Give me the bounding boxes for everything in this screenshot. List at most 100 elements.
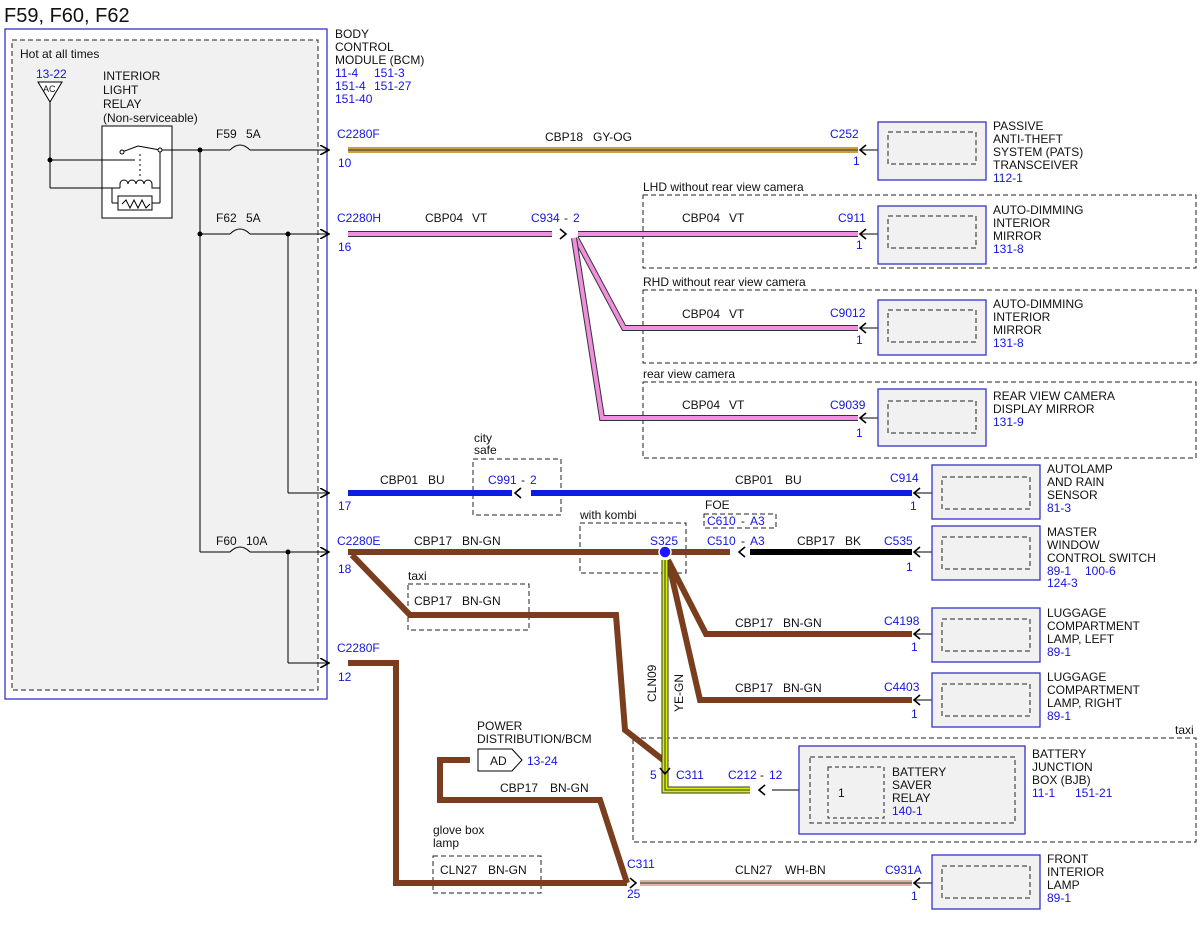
connector-name: C2280F	[337, 641, 380, 655]
wire-label-color: GY-OG	[593, 130, 632, 144]
connector-pin: 12	[338, 670, 352, 684]
wire-label-color: BK	[845, 534, 861, 548]
power-dist-symbol-label: AD	[490, 754, 507, 768]
lug-left-label: LUGGAGE	[1047, 606, 1106, 620]
power-source-ref: 13-22	[36, 67, 67, 81]
connector-name: C9039	[830, 398, 866, 412]
wire-label-circuit: CBP17	[500, 781, 538, 795]
wire-label-circuit: CBP17	[414, 534, 452, 548]
wire-label-circuit: CBP04	[425, 211, 463, 225]
front-lamp-label: INTERIOR	[1047, 865, 1105, 879]
relay-contact	[119, 149, 125, 155]
connector-pin: 2	[530, 473, 537, 487]
wire-label-color: BN-GN	[488, 863, 527, 877]
lug-right-ref: 89-1	[1047, 709, 1071, 723]
wire-label-circuit: CBP17	[735, 681, 773, 695]
lhd-option-box	[642, 194, 1197, 269]
power-dist-label: POWER	[477, 719, 523, 733]
ac-symbol-label: AC	[43, 84, 56, 94]
bcm-ref: 11-4	[335, 66, 358, 80]
saver-relay-label: SAVER	[892, 778, 932, 792]
mirror-rhd-ref: 131-8	[993, 336, 1024, 350]
rvc-mirror-ref: 131-9	[993, 415, 1024, 429]
junction-dot	[197, 231, 203, 237]
mirror-rhd-label: INTERIOR	[993, 310, 1051, 324]
window-switch-label: WINDOW	[1047, 538, 1100, 552]
fuse-f59-rating: 5A	[246, 127, 261, 141]
autolamp-label: AUTOLAMP	[1047, 462, 1113, 476]
fuse-f59-name: F59	[216, 127, 237, 141]
connector-pin: 1	[911, 707, 918, 721]
bcm-title-2: CONTROL	[335, 40, 394, 54]
window-switch-label: MASTER	[1047, 525, 1097, 539]
connector-name: C2280H	[337, 211, 381, 225]
splice-name: S325	[650, 534, 678, 548]
wire-label-color: VT	[729, 398, 745, 412]
glove-label-2: lamp	[433, 836, 459, 850]
bjb-label: BOX (BJB)	[1032, 773, 1091, 787]
wire-label-color: YE-GN	[672, 674, 686, 712]
bjb-label: JUNCTION	[1032, 760, 1093, 774]
ac-power-symbol	[37, 81, 63, 103]
connector-pin: 1	[853, 154, 860, 168]
rhd-option-box	[642, 289, 1197, 364]
mirror-lhd-label: INTERIOR	[993, 216, 1051, 230]
lug-right-label: LUGGAGE	[1047, 670, 1106, 684]
wire-label-circuit: CLN27	[735, 863, 773, 877]
connector-pin: 1	[856, 426, 863, 440]
pats-label: SYSTEM (PATS)	[993, 145, 1083, 159]
city-safe-label-1: city	[474, 431, 492, 445]
connector-dash: -	[741, 534, 745, 548]
lug-right-label: LAMP, RIGHT	[1047, 696, 1123, 710]
saver-relay-ref: 140-1	[892, 804, 923, 818]
wire-label-circuit: CBP04	[682, 398, 720, 412]
front-lamp-label: LAMP	[1047, 878, 1080, 892]
relay-contact	[157, 147, 163, 153]
connector-name: C9012	[830, 306, 866, 320]
front-lamp-ref: 89-1	[1047, 891, 1071, 905]
rvc-mirror-label: REAR VIEW CAMERA	[993, 389, 1115, 403]
connector-pin: 1	[911, 640, 918, 654]
wire-label-circuit: CBP01	[735, 473, 773, 487]
wire-label-color: VT	[729, 307, 745, 321]
pats-label: ANTI-THEFT	[993, 132, 1064, 146]
bcm-ref: 151-3	[374, 66, 405, 80]
connector-arrows	[513, 144, 932, 889]
connector-name: C934	[531, 211, 560, 225]
wire-label-color: BU	[428, 473, 445, 487]
bjb-label: BATTERY	[1032, 747, 1086, 761]
wire-label-color: BN-GN	[462, 594, 501, 608]
connector-name: C911	[838, 211, 866, 225]
hot-at-all-times-label: Hot at all times	[20, 47, 99, 61]
city-safe-box	[472, 458, 562, 516]
bcm-title-1: BODY	[335, 27, 369, 41]
connector-dash: -	[564, 211, 568, 225]
connector-pin: 18	[338, 562, 352, 576]
connector-name: C510	[707, 534, 736, 548]
taxi-box-1	[407, 583, 530, 631]
connector-name: C535	[884, 534, 913, 548]
fuse-f60-name: F60	[216, 534, 237, 548]
connector-pin: A3	[750, 514, 765, 528]
bcm-ref: 151-4	[335, 79, 366, 93]
connector-name: C212	[728, 768, 757, 782]
relay-label-2: LIGHT	[103, 83, 139, 97]
wire-label-color: BU	[785, 473, 802, 487]
saver-relay-label: BATTERY	[892, 765, 946, 779]
connector-pin: 2	[573, 211, 580, 225]
page-title: F59, F60, F62	[4, 5, 130, 27]
connector-pin: 12	[769, 768, 783, 782]
rhd-option-label: RHD without rear view camera	[643, 275, 806, 289]
saver-relay-label: RELAY	[892, 791, 930, 805]
wire-label-color: BN-GN	[783, 616, 822, 630]
front-lamp-label: FRONT	[1047, 852, 1089, 866]
mirror-lhd-label: AUTO-DIMMING	[993, 203, 1083, 217]
connector-pin: 1	[856, 333, 863, 347]
taxi-box-2	[632, 737, 1197, 843]
pats-label: TRANSCEIVER	[993, 158, 1079, 172]
saver-relay-pin: 1	[838, 786, 845, 800]
connector-pin: 1	[911, 889, 918, 903]
foe-label: FOE	[705, 498, 730, 512]
wire-label-circuit: CBP01	[380, 473, 418, 487]
